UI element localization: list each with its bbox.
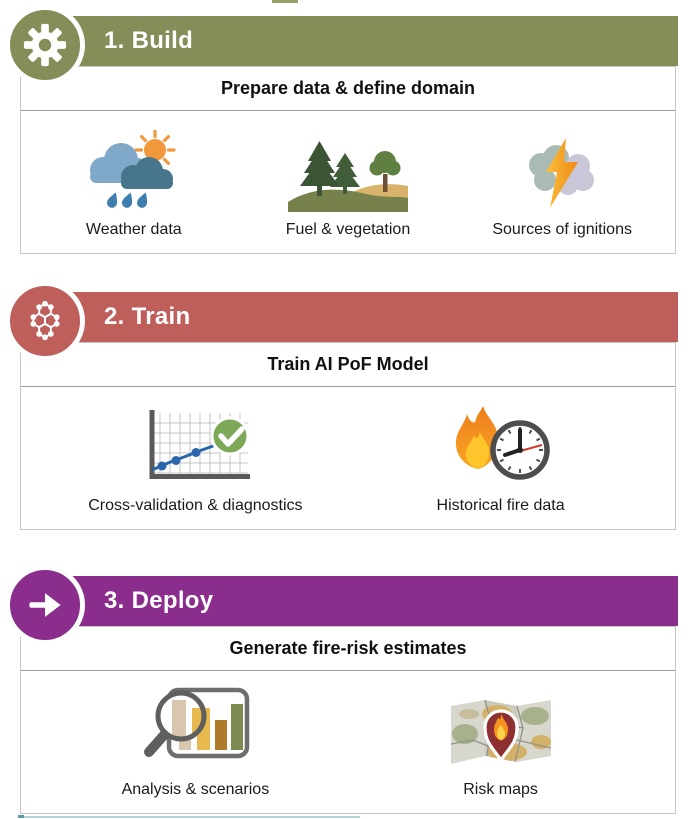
build-header-band: 1. Build <box>58 16 678 66</box>
deploy-subtitle: Generate fire-risk estimates <box>229 638 467 658</box>
item-sources-ignitions: Sources of ignitions <box>461 111 664 253</box>
vegetation-icon <box>287 126 408 212</box>
build-subtitle: Prepare data & define domain <box>220 78 476 98</box>
molecule-icon <box>22 298 68 344</box>
deploy-step-badge <box>5 565 85 645</box>
item-label: Historical fire data <box>436 496 565 514</box>
weather-icon <box>81 126 186 212</box>
item-label: Fuel & vegetation <box>285 220 411 238</box>
build-step-title: 1. Build <box>104 27 194 54</box>
magnifier-chart-icon <box>139 686 251 772</box>
deploy-content-box: Generate fire-risk estimates <box>20 626 676 814</box>
item-label: Sources of ignitions <box>492 220 632 238</box>
cropped-artifact-bottom <box>18 815 360 818</box>
build-items-row: Weather data <box>21 111 675 253</box>
ignition-icon <box>520 126 604 212</box>
risk-map-icon <box>445 686 557 772</box>
item-cross-validation: Cross-validation & diagnostics <box>65 387 327 529</box>
item-weather-data: Weather data <box>32 111 235 253</box>
deploy-items-row: Analysis & scenarios <box>21 671 675 813</box>
build-content-box: Prepare data & define domain <box>20 66 676 254</box>
deploy-subtitle-row: Generate fire-risk estimates <box>21 627 675 671</box>
item-fuel-vegetation: Fuel & vegetation <box>247 111 450 253</box>
item-analysis-scenarios: Analysis & scenarios <box>65 671 327 813</box>
train-step-badge <box>5 281 85 361</box>
item-risk-maps: Risk maps <box>370 671 632 813</box>
cropped-artifact-top <box>272 0 298 3</box>
item-historical-fire: Historical fire data <box>370 387 632 529</box>
train-subtitle: Train AI PoF Model <box>267 354 429 374</box>
train-header-band: 2. Train <box>58 292 678 342</box>
fire-clock-icon <box>447 402 555 488</box>
train-step-title: 2. Train <box>104 303 191 330</box>
arrow-right-icon <box>23 583 67 627</box>
deploy-step-title: 3. Deploy <box>104 587 214 614</box>
item-label: Cross-validation & diagnostics <box>88 496 303 514</box>
build-step-badge <box>5 5 85 85</box>
item-label: Weather data <box>85 220 182 238</box>
build-subtitle-row: Prepare data & define domain <box>21 67 675 111</box>
train-content-box: Train AI PoF Model <box>20 342 676 530</box>
train-items-row: Cross-validation & diagnostics <box>21 387 675 529</box>
section-build: 1. Build <box>0 0 690 254</box>
section-train: 2. Train <box>0 276 690 530</box>
gear-icon <box>22 22 68 68</box>
validation-chart-icon <box>138 402 253 488</box>
train-subtitle-row: Train AI PoF Model <box>21 343 675 387</box>
item-label: Analysis & scenarios <box>121 780 270 798</box>
section-deploy: 3. Deploy Generate fire-risk estimates <box>0 560 690 814</box>
deploy-header-band: 3. Deploy <box>58 576 678 626</box>
item-label: Risk maps <box>463 780 538 798</box>
